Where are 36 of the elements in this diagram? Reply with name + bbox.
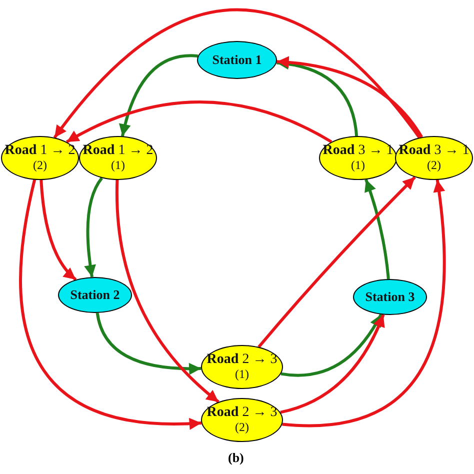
ellipse-node <box>395 136 473 180</box>
node-label: Road 3 → 1 <box>322 144 394 160</box>
arrow <box>66 100 332 144</box>
arrow <box>364 179 390 280</box>
ellipse-node <box>58 277 132 313</box>
node-label: Road 3 → 1 <box>398 144 470 160</box>
arrow <box>53 8 421 139</box>
ellipse-node <box>319 136 397 180</box>
ellipse-node <box>79 136 157 180</box>
node-label: Road 2 → 3 <box>206 353 278 368</box>
node-label: (2) <box>33 159 47 172</box>
node-label: Station 1 <box>212 53 262 67</box>
arrow <box>282 180 446 428</box>
arrow <box>40 180 77 281</box>
node-label: Road 2 → 3 <box>206 406 278 422</box>
arrow <box>116 180 220 404</box>
arrow <box>119 54 198 136</box>
arrow <box>258 176 416 348</box>
arrow <box>96 312 202 375</box>
node-label: Station 2 <box>70 288 120 302</box>
node-label: (2) <box>427 159 441 172</box>
ellipse-node <box>201 345 283 389</box>
node-label: (1) <box>351 159 365 172</box>
arrow <box>84 177 104 278</box>
ellipse-node <box>1 136 79 180</box>
arrow <box>280 314 382 377</box>
arrow <box>19 179 202 430</box>
node-label: Road 1 → 2 <box>82 144 154 160</box>
caption: (b) <box>228 450 244 466</box>
arrow <box>276 56 423 138</box>
node-label: (1) <box>111 159 125 172</box>
node-label: Station 3 <box>365 290 415 304</box>
node-label: (1) <box>235 368 249 381</box>
node-label: (2) <box>235 421 249 434</box>
node-label: Road 1 → 2 <box>4 144 76 160</box>
arrow <box>280 314 385 414</box>
